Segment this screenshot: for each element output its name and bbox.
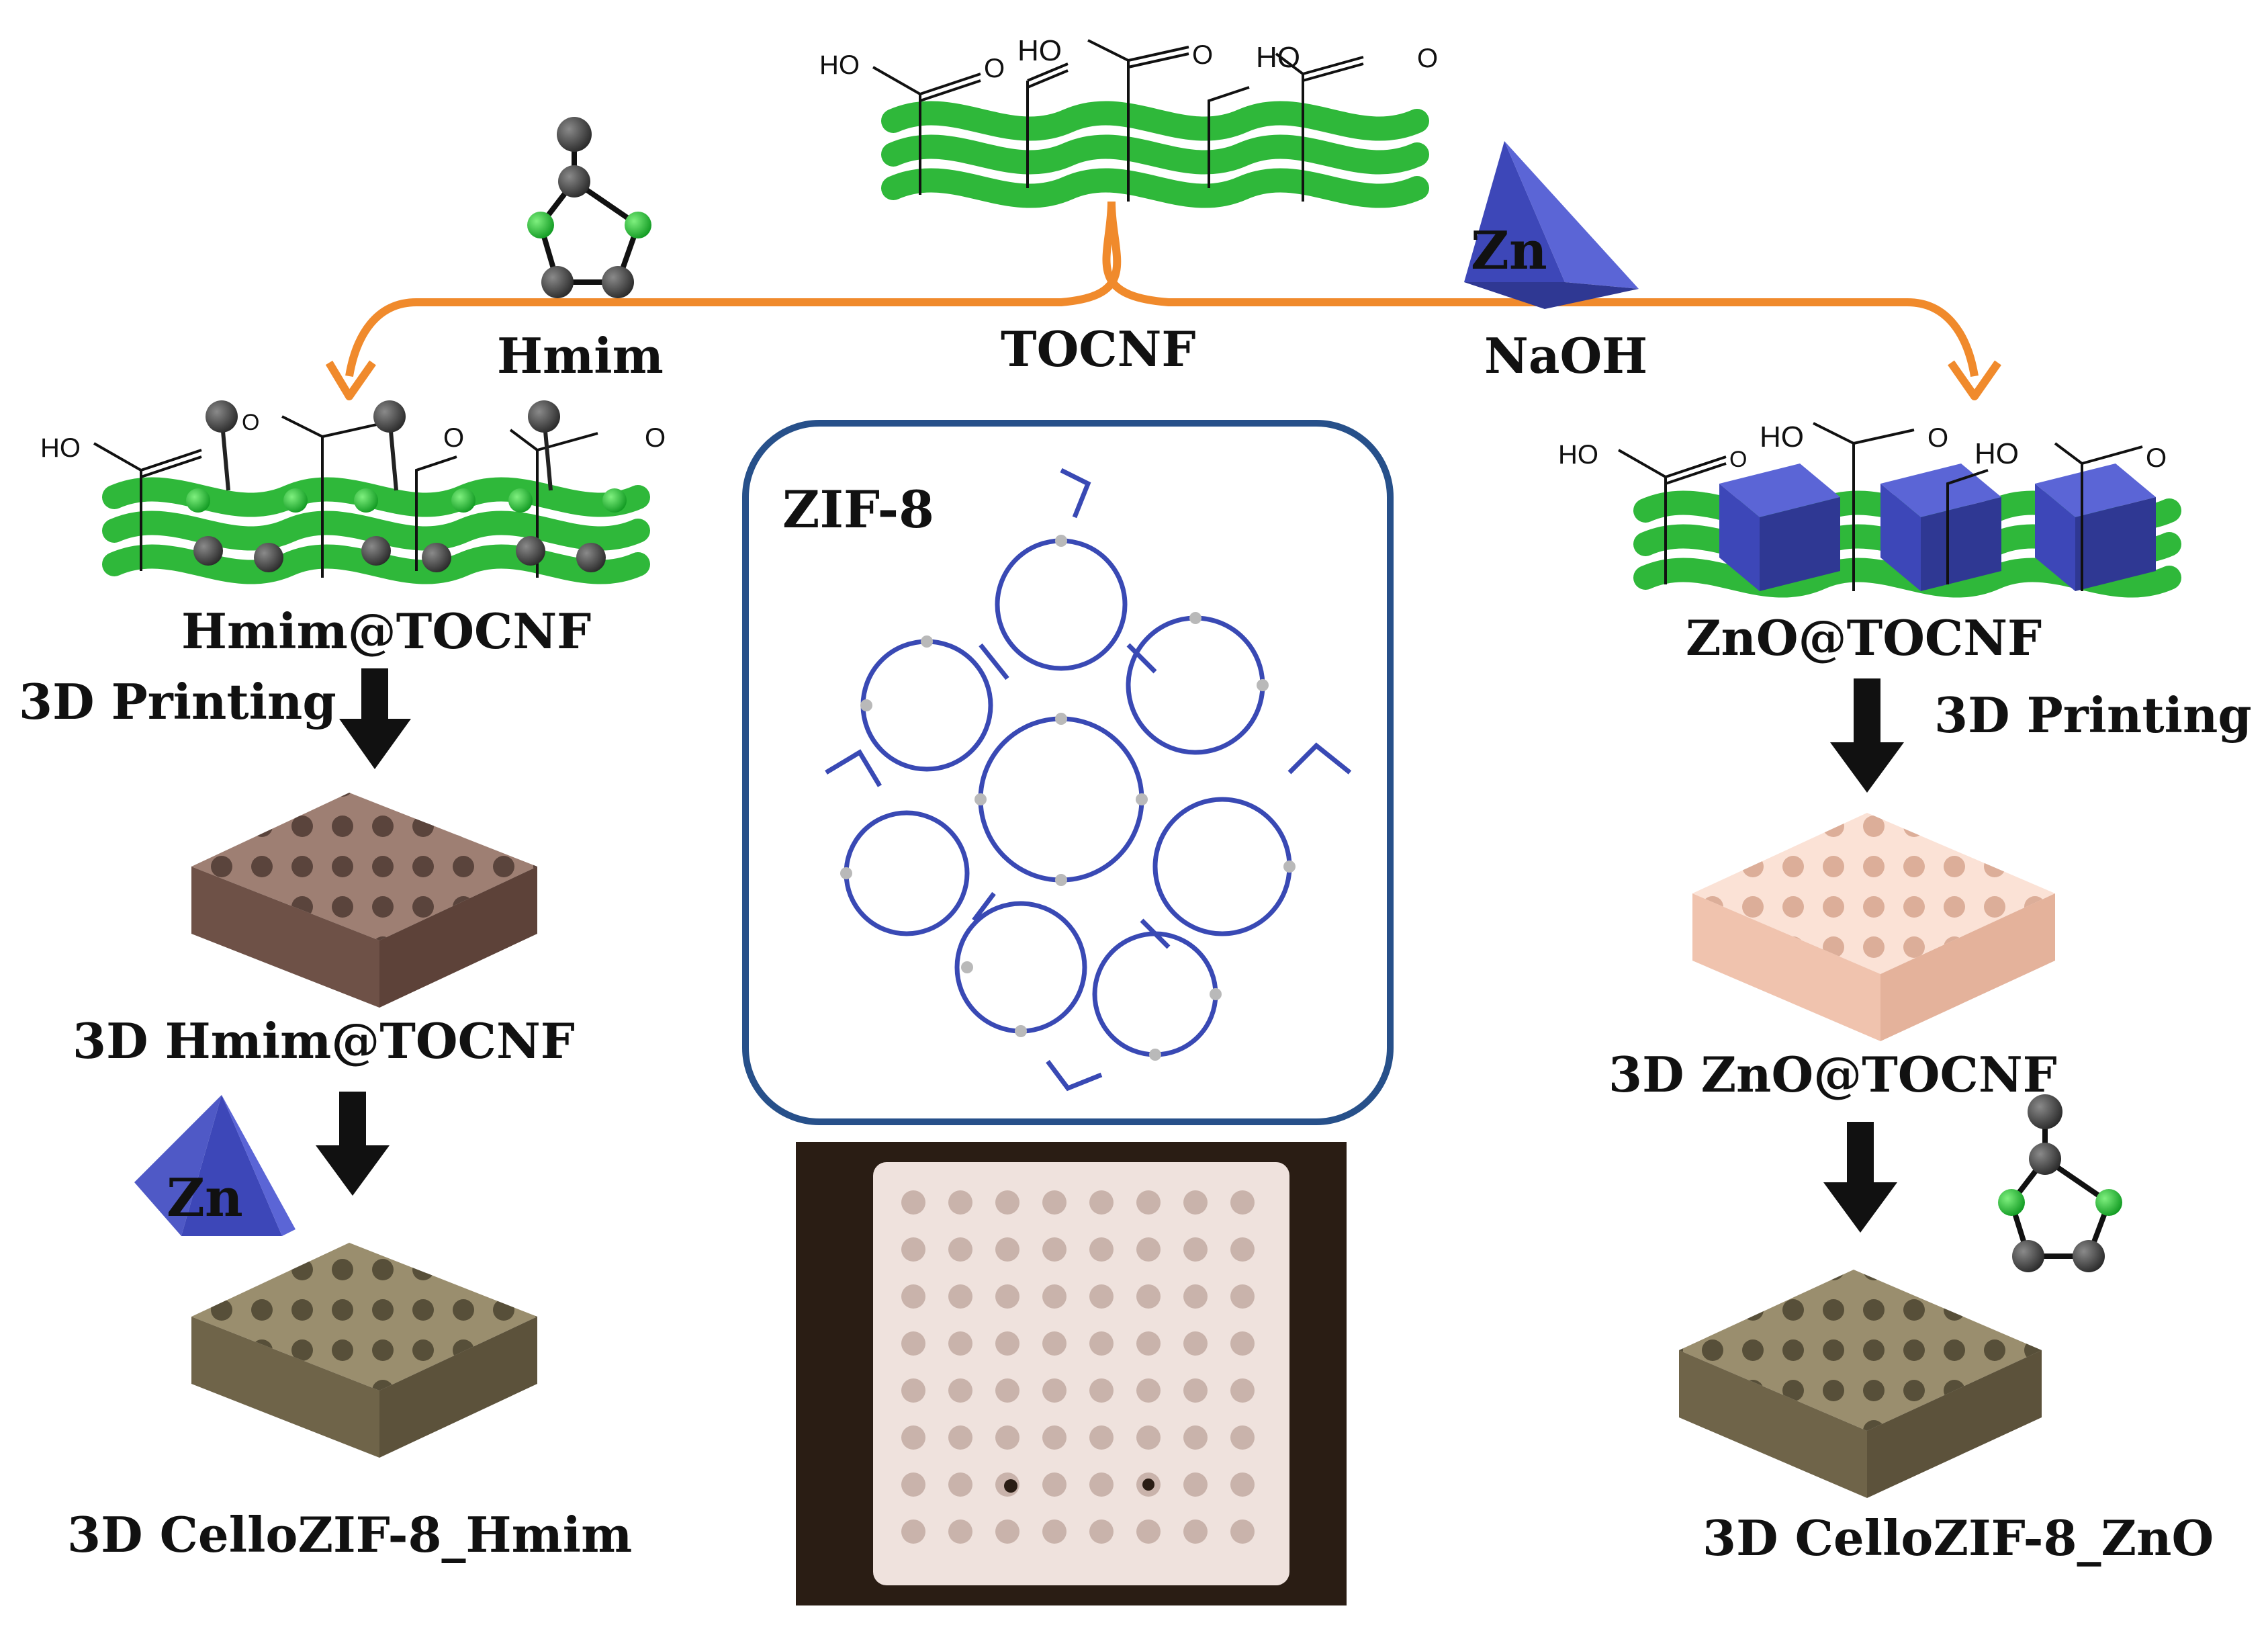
o-label: O [645, 423, 666, 453]
cello-hmim-scaffold [191, 1243, 537, 1458]
chem-labels: HO O HO O HO O [819, 34, 1438, 83]
tocnf-structure: HO O HO O HO O [819, 34, 1438, 208]
o-label: O [1417, 44, 1438, 73]
hmim-tocnf-label: Hmim@TOCNF [181, 603, 591, 660]
scaffold-photo [796, 1142, 1347, 1605]
ho-label: HO [1760, 421, 1804, 453]
cello-hmim-label: 3D CelloZIF-8_Hmim [67, 1506, 632, 1563]
carboxyl-groups [872, 39, 1364, 202]
zn-label: Zn [1471, 220, 1547, 281]
naoh-reagent-label: NaOH [1484, 327, 1647, 384]
o-label: O [2146, 443, 2167, 473]
down-arrow-right-1 [1830, 678, 1904, 793]
zno-3d-label: 3D ZnO@TOCNF [1608, 1046, 2057, 1103]
fiber-bundle [881, 101, 1429, 208]
down-arrow-left-1 [339, 668, 411, 769]
zif8-label: ZIF-8 [782, 480, 934, 539]
ho-label: HO [819, 50, 860, 80]
zno-tocnf-label: ZnO@TOCNF [1686, 609, 2042, 666]
ho-label: HO [1558, 440, 1598, 470]
split-arrow [325, 201, 2001, 400]
hmim-reagent-label: Hmim [497, 327, 664, 384]
hmim-3d-label: 3D Hmim@TOCNF [73, 1012, 575, 1069]
o-label: O [1192, 40, 1213, 70]
hmim-tocnf-structure: HO O O O [40, 400, 666, 584]
ho-label: HO [1256, 41, 1300, 74]
down-arrow-right-2 [1823, 1122, 1897, 1233]
zif8-panel: ZIF-8 [742, 420, 1394, 1125]
zn-tetrahedron-left: Zn [134, 1095, 296, 1236]
o-label: O [1927, 423, 1948, 453]
printing-label-left: 3D Printing [19, 673, 336, 730]
o-label: O [1729, 447, 1747, 472]
cello-zno-label: 3D CelloZIF-8_ZnO [1703, 1509, 2214, 1567]
hmim-3d-scaffold [191, 793, 537, 1008]
hmim-molecule-right [1998, 1094, 2122, 1272]
down-arrow-left-2 [316, 1092, 390, 1196]
zif8-atoms [840, 535, 1296, 1061]
ho-label: HO [1975, 437, 2019, 470]
cello-zno-scaffold [1679, 1270, 2042, 1498]
zno-3d-scaffold [1692, 813, 2055, 1041]
ho-label: HO [1017, 34, 1062, 67]
ho-label: HO [40, 433, 81, 463]
zn-label-left: Zn [167, 1168, 243, 1229]
o-label: O [443, 423, 464, 453]
o-label: O [242, 410, 259, 435]
o-label: O [984, 54, 1005, 83]
zno-tocnf-structure: HO O HO O HO O [1558, 421, 2181, 598]
hmim-molecule-top [527, 117, 651, 298]
printing-label-right: 3D Printing [1934, 687, 2252, 744]
zno-cubes [1719, 464, 2156, 591]
zn-tetrahedron-top: Zn [1464, 141, 1639, 309]
tocnf-label: TOCNF [1001, 320, 1196, 378]
